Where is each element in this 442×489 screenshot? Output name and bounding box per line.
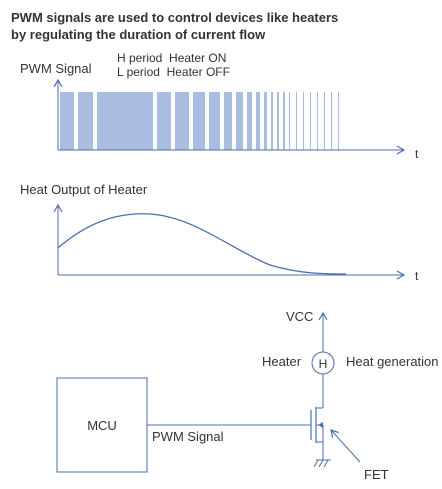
pwm-h-period-1: [60, 92, 74, 150]
pwm-h-period-8: [224, 92, 232, 150]
heat-output-label: Heat Output of Heater: [20, 182, 148, 197]
heat-output-chart: Heat Output of Heater t: [20, 182, 419, 283]
pwm-h-period-13: [271, 92, 273, 150]
heat-output-curve: [57, 213, 347, 275]
pwm-h-period-5: [175, 92, 189, 150]
pwm-h-period-thin-7: [331, 92, 332, 150]
pwm-signal-label: PWM Signal: [20, 61, 92, 76]
vcc-label: VCC: [286, 309, 313, 324]
pwm-signal-wire-label: PWM Signal: [152, 429, 224, 444]
title-line-1: PWM signals are used to control devices …: [11, 10, 339, 25]
pwm-h-period-2: [78, 92, 93, 150]
pwm-h-period-thin-8: [338, 92, 339, 150]
fet-label: FET: [364, 467, 389, 482]
pwm-h-period-11: [256, 92, 260, 150]
diagram-title: PWM signals are used to control devices …: [11, 9, 338, 43]
circuit-schematic: VCC Heater H Heat generation MCU PWM Sig…: [56, 309, 439, 482]
ground-symbol: [313, 459, 331, 468]
heat-time-label: t: [415, 269, 419, 283]
pwm-time-label: t: [415, 147, 419, 161]
pwm-h-period-12: [264, 92, 267, 150]
pwm-h-period-14: [277, 92, 279, 150]
pwm-h-period-9: [236, 92, 243, 150]
pwm-h-period-4: [157, 92, 171, 150]
title-line-2: by regulating the duration of current fl…: [11, 27, 266, 42]
pwm-h-period-thin-6: [324, 92, 325, 150]
fet-symbol: [310, 407, 324, 460]
pwm-h-period-thin-5: [317, 92, 318, 150]
mcu-label: MCU: [87, 418, 117, 433]
fet-pointer-arrow: [330, 429, 361, 463]
pwm-h-period-thin-1: [289, 92, 290, 150]
mcu-block: [56, 377, 148, 473]
heater-label: Heater: [262, 354, 302, 369]
heat-generation-label: Heat generation: [346, 354, 439, 369]
pwm-h-period-7: [209, 92, 220, 150]
pwm-pulse-train: [60, 92, 339, 150]
pwm-h-period-10: [247, 92, 252, 150]
pwm-h-period-thin-2: [296, 92, 297, 150]
pwm-h-period-15: [283, 92, 285, 150]
pwm-h-period-6: [193, 92, 205, 150]
pwm-h-period-3: [97, 92, 153, 150]
h-period-legend: H period Heater ON: [117, 51, 226, 65]
heater-symbol-label: H: [319, 357, 328, 371]
pwm-signal-chart: PWM Signal H period Heater ON L period H…: [20, 51, 419, 161]
pwm-h-period-thin-3: [303, 92, 304, 150]
pwm-h-period-thin-4: [310, 92, 311, 150]
l-period-legend: L period Heater OFF: [117, 65, 230, 79]
